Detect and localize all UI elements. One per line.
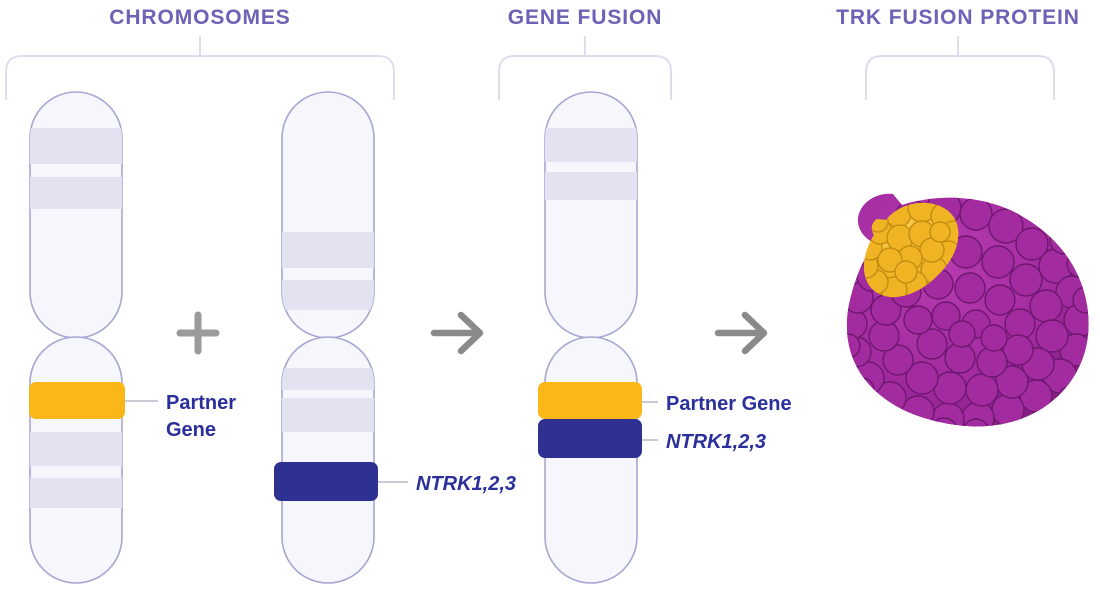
- chromosome-1-upper-bands: [30, 128, 122, 209]
- label-partner-gene-line1: Partner: [166, 392, 236, 414]
- section-title-trk-fusion-protein: TRK FUSION PROTEIN: [836, 6, 1080, 29]
- chromosome-fusion: [538, 91, 642, 584]
- section-title-chromosomes: CHROMOSOMES: [109, 6, 290, 29]
- trk-fusion-protein-model: [846, 193, 1089, 427]
- chromosome-fusion-ntrk-band[interactable]: [538, 419, 642, 458]
- chromosome-2-ntrk-band[interactable]: [274, 462, 378, 501]
- arrow-right-icon-1: [430, 311, 484, 355]
- bracket-gene-fusion: [498, 36, 672, 100]
- label-ntrk-1: NTRK1,2,3: [416, 473, 516, 495]
- plus-operator-icon: [176, 311, 220, 355]
- bracket-trk-fusion-protein: [865, 36, 1055, 100]
- chromosome-2-lower-bands: [282, 368, 374, 432]
- bracket-chromosomes: [5, 36, 395, 100]
- chromosome-fusion-lower-arm: [544, 336, 638, 584]
- chromosome-partner-gene: [29, 91, 125, 584]
- chromosome-2-upper-bands: [282, 232, 374, 310]
- label-ntrk-fusion: NTRK1,2,3: [666, 431, 766, 453]
- chromosome-ntrk: [274, 91, 378, 584]
- chromosome-1-partner-gene-band[interactable]: [29, 382, 125, 419]
- chromosome-fusion-partner-gene-band[interactable]: [538, 382, 642, 419]
- label-partner-gene-line2: Gene: [166, 419, 216, 441]
- chromosome-fusion-upper-bands: [545, 128, 637, 200]
- label-partner-gene-fusion: Partner Gene: [666, 393, 792, 415]
- arrow-right-icon-2: [714, 311, 768, 355]
- section-title-gene-fusion: GENE FUSION: [508, 6, 663, 29]
- chromosome-1-lower-bands: [30, 432, 122, 508]
